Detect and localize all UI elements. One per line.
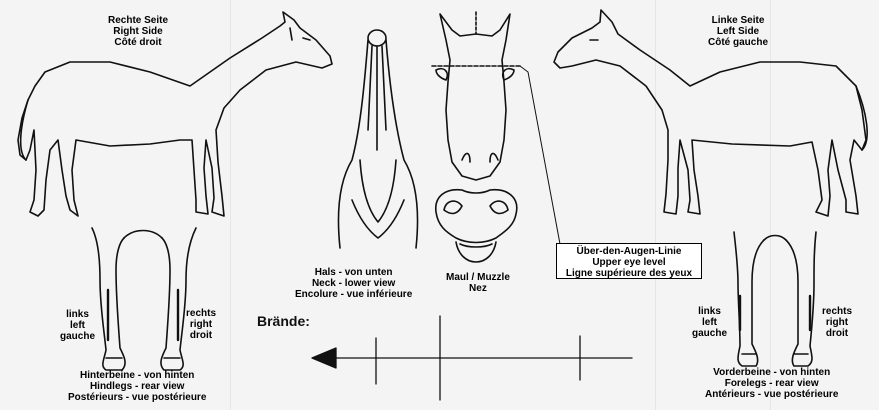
forelegs-label-fr: Antérieurs - vue postérieure — [705, 389, 838, 400]
brands-grid — [312, 316, 632, 400]
fore-left-label: links left gauche — [692, 306, 727, 339]
eye-level-label-de: Über-den-Augen-Linie — [557, 246, 701, 257]
right-side-label: Rechte Seite Right Side Côté droit — [108, 15, 168, 48]
left-side-label-en: Left Side — [708, 26, 768, 37]
left-side-label-de: Linke Seite — [708, 15, 768, 26]
hind-right-label: rechts right droit — [186, 308, 216, 341]
hind-left-label-de: links — [60, 309, 95, 320]
neck-view-label: Hals - von unten Neck - lower view Encol… — [295, 267, 412, 300]
forelegs-rear-view-outline — [734, 232, 816, 366]
right-side-label-de: Rechte Seite — [108, 15, 168, 26]
muzzle-outline — [436, 190, 517, 262]
fore-left-label-fr: gauche — [692, 328, 727, 339]
hindlegs-label-de: Hinterbeine - von hinten — [68, 370, 206, 381]
left-side-label: Linke Seite Left Side Côté gauche — [708, 15, 768, 48]
fore-left-label-en: left — [692, 317, 727, 328]
hind-right-label-en: right — [186, 319, 216, 330]
hind-left-label-en: left — [60, 320, 95, 331]
neck-lower-view-outline — [339, 30, 418, 248]
fore-left-label-de: links — [692, 306, 727, 317]
eye-level-label-en: Upper eye level — [557, 257, 701, 268]
hindlegs-label-en: Hindlegs - rear view — [68, 381, 206, 392]
brands-arrow-icon — [312, 348, 336, 368]
left-side-label-fr: Côté gauche — [708, 37, 768, 48]
eye-level-label-fr: Ligne supérieure des yeux — [557, 268, 701, 279]
hind-right-label-fr: droit — [186, 330, 216, 341]
eye-level-leader-line — [520, 66, 560, 244]
muzzle-label-line2: Nez — [446, 283, 510, 294]
hindlegs-label-fr: Postérieurs - vue postérieure — [68, 392, 206, 403]
hindlegs-label: Hinterbeine - von hinten Hindlegs - rear… — [68, 370, 206, 403]
hind-left-label: links left gauche — [60, 309, 95, 342]
forelegs-label: Vorderbeine - von hinten Forelegs - rear… — [705, 367, 838, 400]
horse-right-side-outline — [18, 12, 332, 216]
forelegs-label-de: Vorderbeine - von hinten — [705, 367, 838, 378]
fore-right-label-de: rechts — [822, 306, 852, 317]
horse-face-front-outline — [432, 12, 522, 180]
right-side-label-en: Right Side — [108, 26, 168, 37]
muzzle-label-line1: Maul / Muzzle — [446, 272, 510, 283]
fore-right-label: rechts right droit — [822, 306, 852, 339]
brands-label: Brände: — [257, 313, 310, 329]
hind-left-label-fr: gauche — [60, 331, 95, 342]
hind-right-label-de: rechts — [186, 308, 216, 319]
fore-right-label-fr: droit — [822, 328, 852, 339]
right-side-label-fr: Côté droit — [108, 37, 168, 48]
fore-right-label-en: right — [822, 317, 852, 328]
eye-level-box: Über-den-Augen-Linie Upper eye level Lig… — [556, 243, 702, 279]
eye-level-label: Über-den-Augen-Linie Upper eye level Lig… — [557, 246, 701, 279]
neck-view-label-de: Hals - von unten — [295, 267, 412, 278]
muzzle-label: Maul / Muzzle Nez — [446, 272, 510, 294]
forelegs-label-en: Forelegs - rear view — [705, 378, 838, 389]
hindlegs-rear-view-outline — [92, 228, 196, 370]
neck-view-label-fr: Encolure - vue inférieure — [295, 289, 412, 300]
neck-view-label-en: Neck - lower view — [295, 278, 412, 289]
